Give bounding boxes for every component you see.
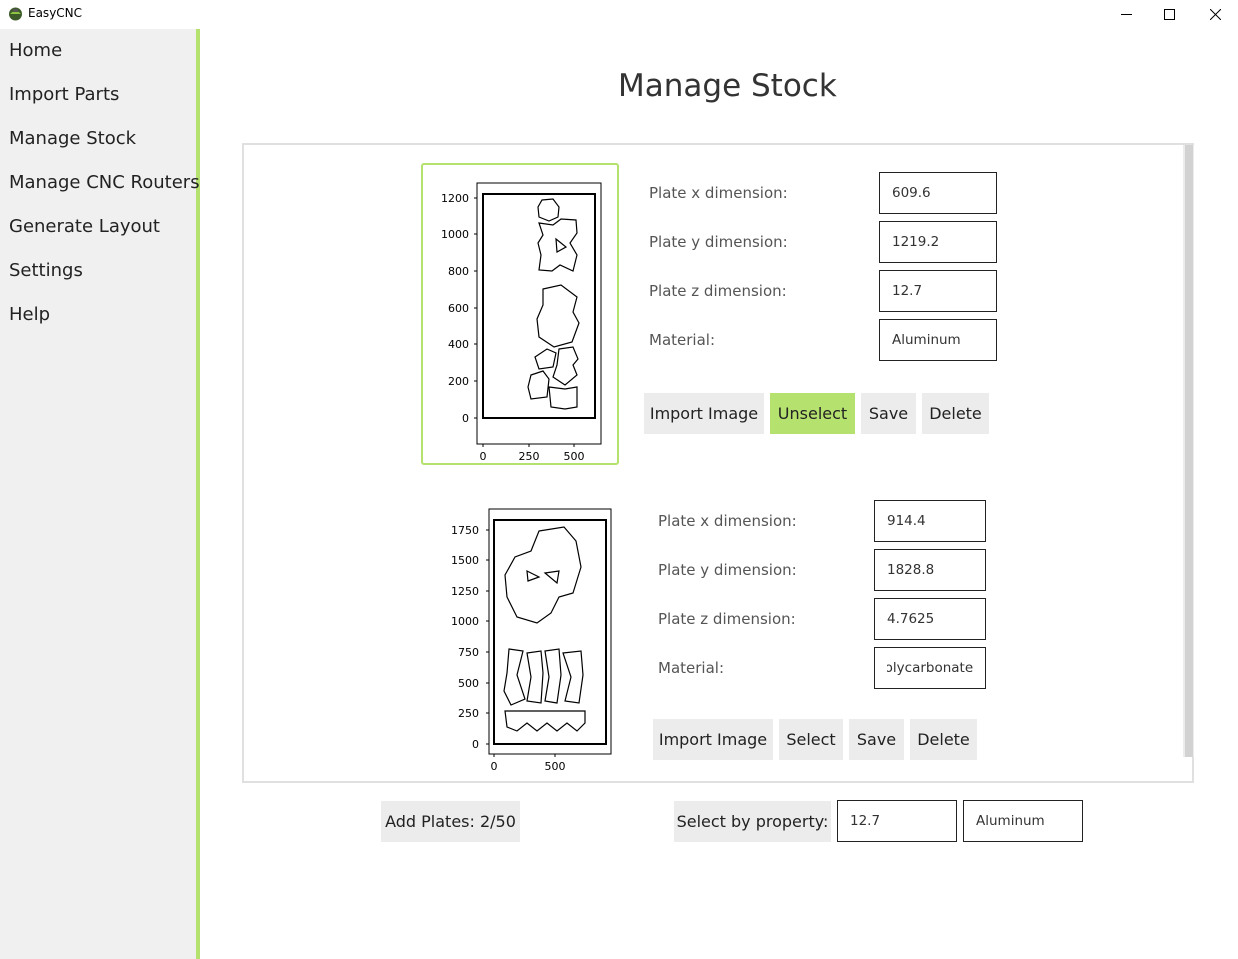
part-outline xyxy=(562,650,584,704)
plot-1-ytick: 1000 xyxy=(441,228,469,241)
plot-1-ytick: 600 xyxy=(448,302,469,315)
plate-1-material-label: Material: xyxy=(649,331,715,349)
plot-2-ytick: 1250 xyxy=(451,585,479,598)
plate-1-z-label: Plate z dimension: xyxy=(649,282,787,300)
plot-2-xtick: 0 xyxy=(491,760,498,773)
part-outline xyxy=(552,346,579,386)
plot-frame xyxy=(488,508,612,755)
plate-2-x-input[interactable] xyxy=(874,500,986,542)
plot-2-ytick: 750 xyxy=(458,646,479,659)
part-outline xyxy=(544,648,562,704)
plot-1-y-axis: 0 200 400 600 800 1000 1200 xyxy=(441,192,477,425)
part-outline xyxy=(534,348,557,370)
plate-1-save-button[interactable]: Save xyxy=(861,393,916,434)
plate-2-x-label: Plate x dimension: xyxy=(658,512,797,530)
plate-2-material-input[interactable] xyxy=(874,647,986,689)
plate-2-delete-button[interactable]: Delete xyxy=(910,719,977,760)
plate-1-material-input[interactable] xyxy=(879,319,997,361)
plot-1-ytick: 400 xyxy=(448,338,469,351)
stock-list-scroll-thumb[interactable] xyxy=(1185,145,1193,757)
plate-1-preview-plot[interactable]: 0 250 500 0 200 400 600 800 1000 1200 xyxy=(425,167,615,462)
plate-2-select-button[interactable]: Select xyxy=(779,719,843,760)
plot-1-ytick: 0 xyxy=(462,412,469,425)
plate-1-delete-button[interactable]: Delete xyxy=(922,393,989,434)
plate-1-x-input[interactable] xyxy=(879,172,997,214)
sidebar-item-home[interactable]: Home xyxy=(9,40,63,61)
plot-2-ytick: 1500 xyxy=(451,554,479,567)
plate-2-boundary xyxy=(493,519,607,745)
plate-1-y-label: Plate y dimension: xyxy=(649,233,788,251)
page-title: Manage Stock xyxy=(618,68,837,104)
plate-2-material-label: Material: xyxy=(658,659,724,677)
sidebar-item-manage-cnc-routers[interactable]: Manage CNC Routers xyxy=(9,172,200,193)
plot-1-ytick: 200 xyxy=(448,375,469,388)
sidebar-item-manage-stock[interactable]: Manage Stock xyxy=(9,128,137,149)
part-outline xyxy=(504,710,586,732)
plate-1-x-label: Plate x dimension: xyxy=(649,184,788,202)
plot-2-ytick: 1750 xyxy=(451,524,479,537)
close-button[interactable] xyxy=(1192,0,1238,29)
part-outline xyxy=(537,218,578,272)
minimize-button[interactable] xyxy=(1103,0,1149,29)
sidebar-item-import-parts[interactable]: Import Parts xyxy=(9,84,120,105)
plot-1-xtick: 500 xyxy=(564,450,585,462)
plot-2-ytick: 0 xyxy=(472,738,479,751)
plate-2-z-input[interactable] xyxy=(874,598,986,640)
part-outline xyxy=(548,386,578,410)
close-icon xyxy=(1209,9,1221,20)
plate-2-y-input[interactable] xyxy=(874,549,986,591)
plate-1-y-input[interactable] xyxy=(879,221,997,263)
plot-2-y-axis: 0 250 500 750 1000 1250 1500 1750 xyxy=(451,524,489,751)
plate-2-import-image-button[interactable]: Import Image xyxy=(653,719,773,760)
sidebar-item-help[interactable]: Help xyxy=(9,304,51,325)
sidebar-item-settings[interactable]: Settings xyxy=(9,260,83,281)
plate-1-unselect-button[interactable]: Unselect xyxy=(770,393,855,434)
plot-1-ytick: 800 xyxy=(448,265,469,278)
plate-2-z-label: Plate z dimension: xyxy=(658,610,796,628)
plot-1-xtick: 0 xyxy=(480,450,487,462)
filter-thickness-input[interactable] xyxy=(837,800,957,842)
part-outline xyxy=(503,648,526,706)
plot-2-ytick: 500 xyxy=(458,677,479,690)
maximize-button[interactable] xyxy=(1146,0,1192,29)
select-by-property-button[interactable]: Select by property: xyxy=(674,801,831,842)
plate-2-y-label: Plate y dimension: xyxy=(658,561,797,579)
sidebar xyxy=(0,29,196,959)
sidebar-accent-bar xyxy=(196,29,200,959)
stock-list-panel xyxy=(242,143,1194,783)
plate-1-selected-frame xyxy=(421,163,619,465)
plate-2-save-button[interactable]: Save xyxy=(849,719,904,760)
plot-2-x-axis: 0 500 xyxy=(491,754,566,773)
part-cutout xyxy=(526,569,541,582)
plate-1-z-input[interactable] xyxy=(879,270,997,312)
part-outline xyxy=(526,650,544,704)
plot-1-ytick: 1200 xyxy=(441,192,469,205)
plot-2-ytick: 250 xyxy=(458,707,479,720)
sidebar-item-generate-layout[interactable]: Generate Layout xyxy=(9,216,160,237)
plot-2-ytick: 1000 xyxy=(451,615,479,628)
window-titlebar: EasyCNC xyxy=(0,0,1238,29)
plate-2-preview-plot[interactable]: 0 500 0 250 500 750 1000 1250 1500 1750 xyxy=(441,505,621,777)
minimize-icon xyxy=(1120,14,1132,15)
add-plates-button[interactable]: Add Plates: 2/50 xyxy=(381,801,520,842)
plot-2-xtick: 500 xyxy=(545,760,566,773)
maximize-icon xyxy=(1163,9,1175,20)
app-logo-icon xyxy=(9,7,22,21)
plot-1-x-axis: 0 250 500 xyxy=(480,444,585,462)
window-title: EasyCNC xyxy=(28,6,83,20)
part-outline xyxy=(537,198,560,222)
plate-1-parts xyxy=(527,198,580,410)
plot-1-xtick: 250 xyxy=(519,450,540,462)
part-outline xyxy=(527,370,550,400)
filter-material-input[interactable] xyxy=(963,800,1083,842)
plot-frame xyxy=(476,182,602,445)
plate-1-boundary xyxy=(482,193,596,419)
plate-2-parts xyxy=(503,526,586,732)
part-cutout xyxy=(555,237,568,253)
part-outline xyxy=(504,526,582,624)
part-outline xyxy=(536,284,580,348)
part-cutout xyxy=(543,570,560,585)
plate-1-import-image-button[interactable]: Import Image xyxy=(644,393,764,434)
